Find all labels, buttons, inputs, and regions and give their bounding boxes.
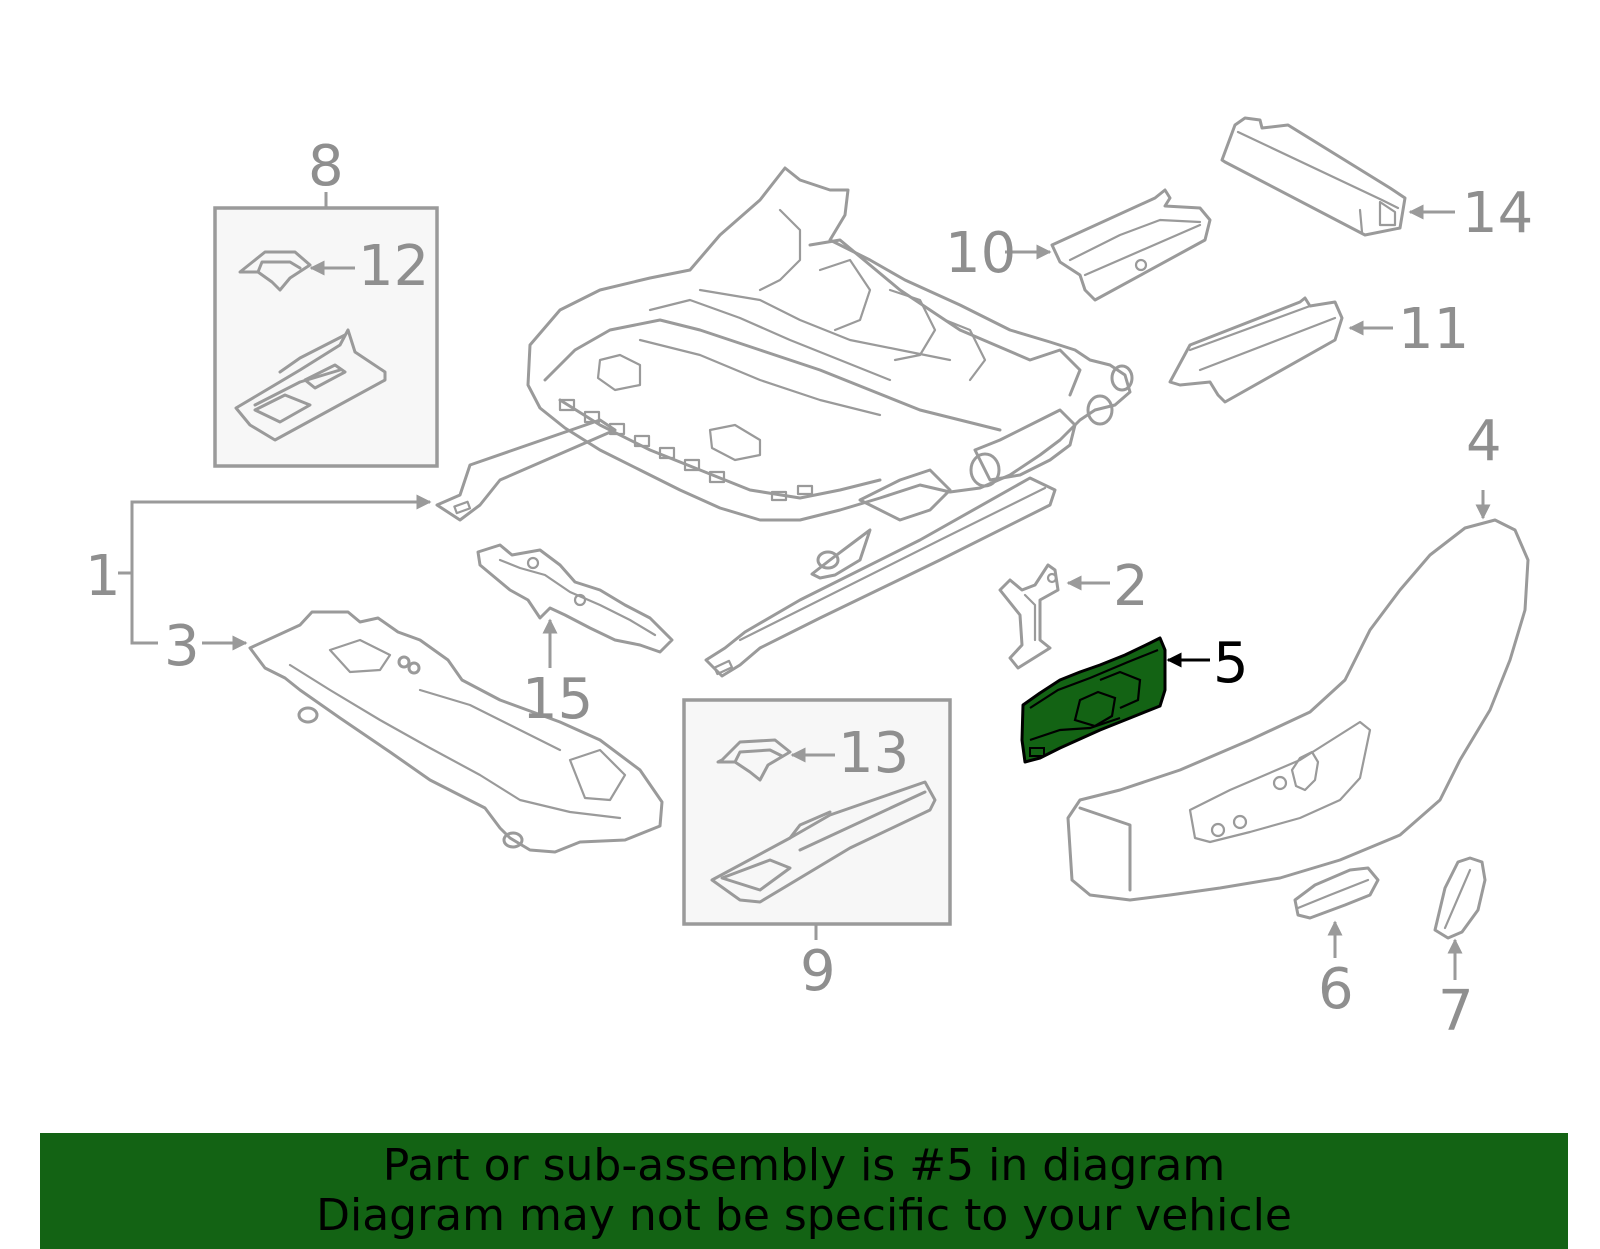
callout-2: 2 [1113, 554, 1149, 619]
part-5-switch-highlighted [1020, 636, 1210, 764]
callout-12: 12 [358, 234, 429, 299]
seat-frame [435, 166, 1134, 678]
callout-10: 10 [945, 221, 1016, 286]
banner-line-disclaimer: Diagram may not be specific to your vehi… [316, 1190, 1292, 1241]
part-2-bracket [998, 563, 1110, 670]
part-14-cover [1220, 116, 1455, 237]
callout-7: 7 [1438, 979, 1474, 1044]
callout-4: 4 [1466, 409, 1502, 474]
callout-1: 1 [85, 544, 121, 609]
inset-box-8 [213, 192, 439, 468]
part-6-knob [1293, 866, 1380, 958]
callout-13: 13 [838, 721, 909, 786]
part-7-knob [1433, 856, 1487, 980]
part-3-bracket [248, 610, 664, 854]
callout-11: 11 [1398, 297, 1469, 362]
callout-6: 6 [1318, 957, 1354, 1022]
info-banner: Part or sub-assembly is #5 in diagram Di… [40, 1133, 1568, 1249]
banner-line-part: Part or sub-assembly is #5 in diagram [382, 1140, 1226, 1191]
part-11-cover [1168, 296, 1393, 404]
callout-9: 9 [800, 939, 836, 1004]
part-10-cover [1005, 188, 1212, 302]
callout-15: 15 [522, 667, 593, 732]
callout-3: 3 [164, 614, 200, 679]
callout-8: 8 [308, 134, 344, 199]
inset-box-9 [682, 698, 952, 940]
part-4-side-shield [1066, 490, 1530, 902]
frame-vent-slots [558, 398, 814, 502]
part-1-leader [118, 494, 432, 651]
callout-5: 5 [1213, 631, 1249, 696]
part-15-harness [476, 543, 674, 668]
callout-14: 14 [1462, 181, 1533, 246]
